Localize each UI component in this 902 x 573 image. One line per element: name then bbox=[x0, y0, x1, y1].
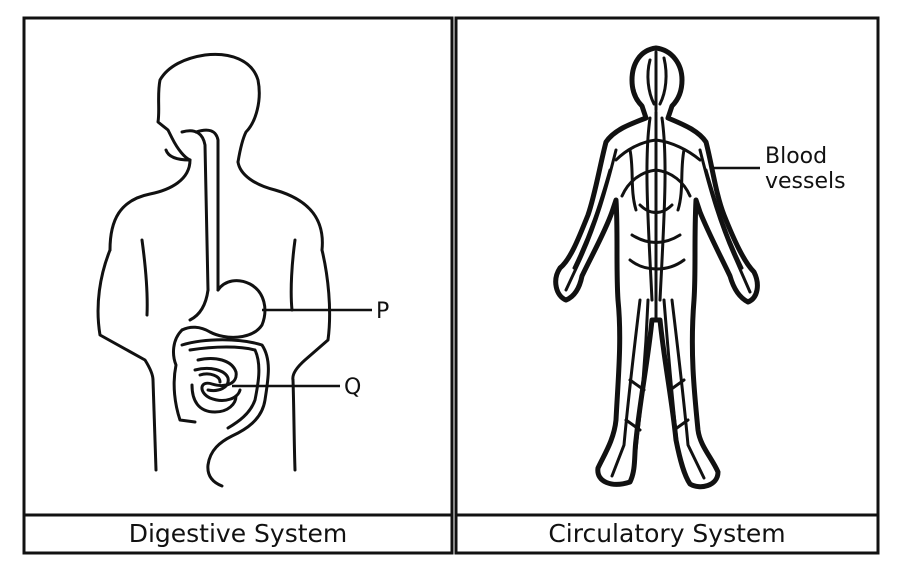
panel-frames bbox=[22, 16, 880, 555]
left-panel-frame bbox=[22, 16, 454, 555]
vessel-path bbox=[638, 203, 674, 214]
digestive-body-outline bbox=[96, 52, 332, 472]
vessel-path bbox=[628, 148, 638, 212]
vessel-path bbox=[564, 148, 618, 292]
vessel-path bbox=[572, 168, 612, 270]
caption-digestive-system: Digestive System bbox=[128, 519, 348, 548]
vessel-path bbox=[654, 138, 702, 162]
vessel-path bbox=[654, 168, 692, 198]
vessel-path bbox=[634, 298, 650, 452]
label-vessels: vessels bbox=[765, 169, 846, 194]
vessel-path bbox=[698, 148, 752, 294]
vessel-path bbox=[658, 56, 668, 106]
label-q: Q bbox=[344, 375, 361, 400]
vessel-path bbox=[670, 298, 706, 480]
vessel-path bbox=[645, 116, 654, 302]
vessel-path bbox=[628, 258, 686, 271]
label-blood: Blood bbox=[765, 144, 827, 169]
label-p: P bbox=[376, 299, 389, 324]
vessel-path bbox=[662, 298, 680, 452]
vessel-path bbox=[630, 233, 682, 244]
vessel-path bbox=[676, 148, 686, 212]
digestive-tract bbox=[172, 128, 270, 488]
vessel-path bbox=[672, 418, 690, 432]
blood-vessel-network bbox=[564, 50, 752, 480]
vessel-path bbox=[624, 418, 642, 432]
right-panel-frame bbox=[454, 16, 880, 555]
vessel-path bbox=[704, 168, 744, 270]
vessel-path bbox=[620, 168, 658, 198]
vessel-path bbox=[628, 378, 646, 392]
caption-circulatory-system: Circulatory System bbox=[548, 519, 786, 548]
vessel-path bbox=[646, 58, 656, 106]
vessel-path bbox=[668, 378, 686, 392]
vessel-path bbox=[614, 138, 658, 162]
vessel-path bbox=[658, 116, 667, 302]
